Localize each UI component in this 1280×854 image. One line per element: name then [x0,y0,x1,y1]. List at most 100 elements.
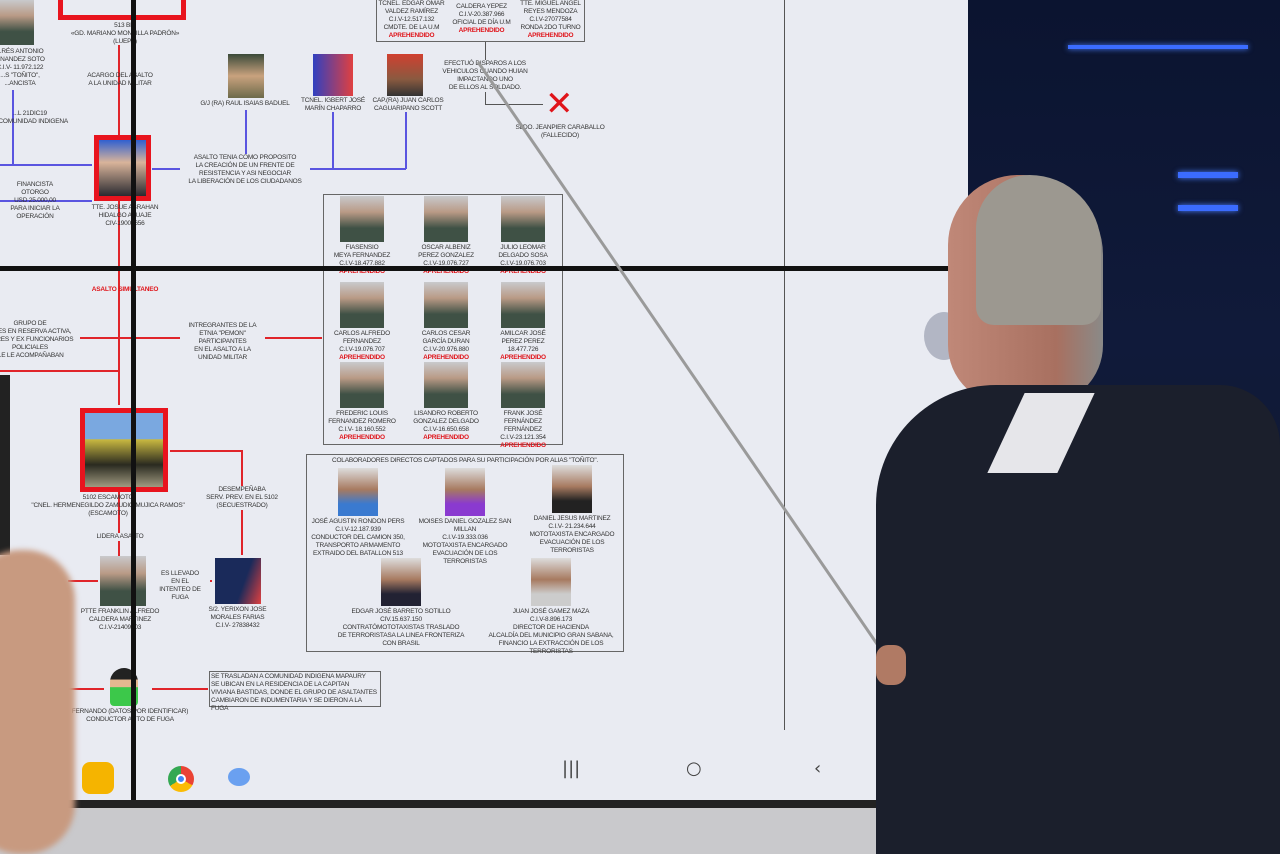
bezel [0,266,968,271]
person-caption: SLDO. JEANPIER CARABALLO (FALLECIDO) [515,124,605,139]
detainee-photo [501,196,545,242]
detainee-caption: CARLOS CESAR GARCÍA DURAN C.I.V-20.976.8… [421,330,471,353]
person-caption: TTE. JOSUE ABRAHAN HIDALGO AZUAJE CIV-19… [91,204,159,227]
connector [170,450,242,452]
files-app-icon[interactable] [82,762,114,794]
person-caption: ...RÉS ANTONIO ...NANDEZ SOTO C.I.V- 11.… [0,48,45,87]
recent-apps-button[interactable]: ||| [562,758,581,779]
connector [0,370,120,372]
person-photo [387,54,423,96]
escape-note: SE TRASLADAN A COMUNIDAD INDIGENA MAPAUR… [209,671,381,712]
label: GRUPO DE ...RES EN RESERVA ACTIVA, ...OR… [0,320,80,360]
connector [0,200,92,202]
status-badge: APREHENDIDO [423,434,469,441]
connector [118,492,120,557]
label: FINANCISTA OTORGO USD 25.000,00 PARA INI… [10,181,60,220]
status-badge: APREHENDIDO [500,268,546,275]
home-button[interactable]: ○ [686,758,702,779]
status-badge: APREHENDIDO [527,32,574,39]
label: ASALTO TENIA COMO PROPOSITO LA CREACIÓN … [180,154,310,186]
collaborator-photo [445,468,485,516]
officer-caption: TTE. MIGUEL ANGEL REYES MENDOZA C.I.V-27… [520,0,581,31]
person-caption: TCNEL. IGBERT JOSÉ MARÍN CHAPARRO [300,97,366,112]
bezel [131,0,136,808]
detainee-caption: OSCAR ALBENIZ PEREZ GONZALEZ C.I.V-19.07… [418,244,474,267]
officers-box [376,0,585,42]
base-photo-frame [58,0,186,20]
person-photo [0,0,34,45]
deceased-x-icon: ✕ [545,84,574,124]
person-caption: CAP.(RA) JUAN CARLOS CAGUARIPANO SCOTT [372,97,444,112]
back-button[interactable]: ‹ [814,758,822,779]
connector [12,90,14,165]
messages-icon[interactable] [228,768,250,786]
label: ES LLEVADO EN EL INTENTEO DE FUGA [150,570,210,602]
detainee-photo [424,362,468,408]
status-badge: APREHENDIDO [423,354,469,361]
label: DESEMPEÑABA SERV. PREV. EN EL 5102 (SECU… [200,486,284,510]
status-badge: APREHENDIDO [423,268,469,275]
connector [68,688,104,690]
collaborator-caption: DANIEL JESUS MARTINEZ C.I.V- 21.234.644 … [529,515,615,554]
detainee-photo [424,282,468,328]
detainee-photo [501,282,545,328]
detainee-photo [340,282,384,328]
person-photo [215,558,261,604]
detainee-entry: FIASENSIO MEYA FERNANDEZ C.I.V-18.477.88… [324,244,400,276]
connector [152,688,208,690]
camera-edge [0,375,10,555]
display-wall: ...RÉS ANTONIO ...NANDEZ SOTO C.I.V- 11.… [0,0,968,808]
person-caption: G/J (RA) RAUL ISAIAS BADUEL [200,100,290,107]
detainee-entry: OSCAR ALBENIZ PEREZ GONZALEZ C.I.V-19.07… [408,244,484,276]
status-badge: APREHENDIDO [500,354,546,361]
collaborator-photo [531,558,571,606]
blurred-hand [0,550,75,854]
label: ACARGO DEL ASALTO A LA UNIDAD MILITAR [87,72,153,87]
officer-entry: TTE. MIGUEL ANGEL REYES MENDOZA C.I.V-27… [517,0,584,40]
detainee-caption: FIASENSIO MEYA FERNANDEZ C.I.V-18.477.88… [333,244,391,267]
label: ASALTO SIMULTANEO [91,286,159,293]
detainee-caption: JULIO LEOMAR DELGADO SOSA C.I.V-19.076.7… [498,244,548,267]
label: INTREGRANTES DE LA ETNIA "PEMON" PARTICI… [180,322,265,362]
collaborator-photo [381,558,421,606]
person-caption: S/2. YERIXON JOSE MORALES FARIAS C.I.V- … [208,606,267,629]
status-badge: APREHENDIDO [458,27,505,34]
person-photo [100,556,146,606]
connector [405,112,407,169]
hidalgo-photo-frame [94,135,151,201]
status-badge: APREHENDIDO [500,442,546,449]
connector [0,164,92,166]
base-caption: 5102 ESCAMOTO "CNEL. HERMENEGILDO ZAMUDI… [31,494,185,517]
detainee-caption: FREDERIC LOUIS FERNANDEZ ROMERO C.I.V- 1… [328,410,396,433]
divider [784,0,785,730]
detainee-entry: CARLOS CESAR GARCÍA DURAN C.I.V-20.976.8… [408,330,484,362]
detainee-photo [424,196,468,242]
label: EFECTUÓ DISPAROS A LOS VEHICULOS CUANDO … [440,60,530,92]
officer-caption: PTTE. AXEL RAFAEL CALDERA YEPEZ C.I.V-20… [452,0,512,26]
detainee-caption: AMILCAR JOSÉ PEREZ PEREZ 18.477.726 [500,330,546,353]
collaborators-title: COLABORADORES DIRECTOS CAPTADOS PARA SU … [331,457,599,464]
detainee-entry: FREDERIC LOUIS FERNANDEZ ROMERO C.I.V- 1… [324,410,400,442]
collaborator-photo [552,465,592,513]
detainee-caption: CARLOS ALFREDO FERNANDEZ C.I.V-19.076.70… [333,330,391,353]
detainee-entry: FRANK JOSÉ FERNÁNDEZ FERNÁNDEZ C.I.V-23.… [485,410,561,450]
wall [0,808,968,854]
detainee-entry: CARLOS ALFREDO FERNANDEZ C.I.V-19.076.70… [324,330,400,362]
person-caption: FERNANDO (DATOS POR IDENTIFICAR) CONDUCT… [71,708,189,723]
collaborator-caption: JUAN JOSÉ GAMEZ MAZA C.I.V-8.896.173 DIR… [488,608,614,655]
escamoto-photo-frame [80,408,168,492]
chrome-icon[interactable] [168,766,194,792]
status-badge: APREHENDIDO [388,32,435,39]
status-badge: APREHENDIDO [339,354,385,361]
collaborators-box [306,454,624,652]
label: ...L 21DIC19 ... COMUNIDAD INDIGENA [0,110,69,125]
connector [118,200,120,405]
presenter [876,175,1280,854]
detainee-caption: LISANDRO ROBERTO GONZALEZ DELGADO C.I.V-… [413,410,479,433]
connector [118,45,120,137]
server-light [1178,172,1238,178]
pemon-box [323,194,563,445]
detainee-caption: FRANK JOSÉ FERNÁNDEZ FERNÁNDEZ C.I.V-23.… [500,410,546,441]
